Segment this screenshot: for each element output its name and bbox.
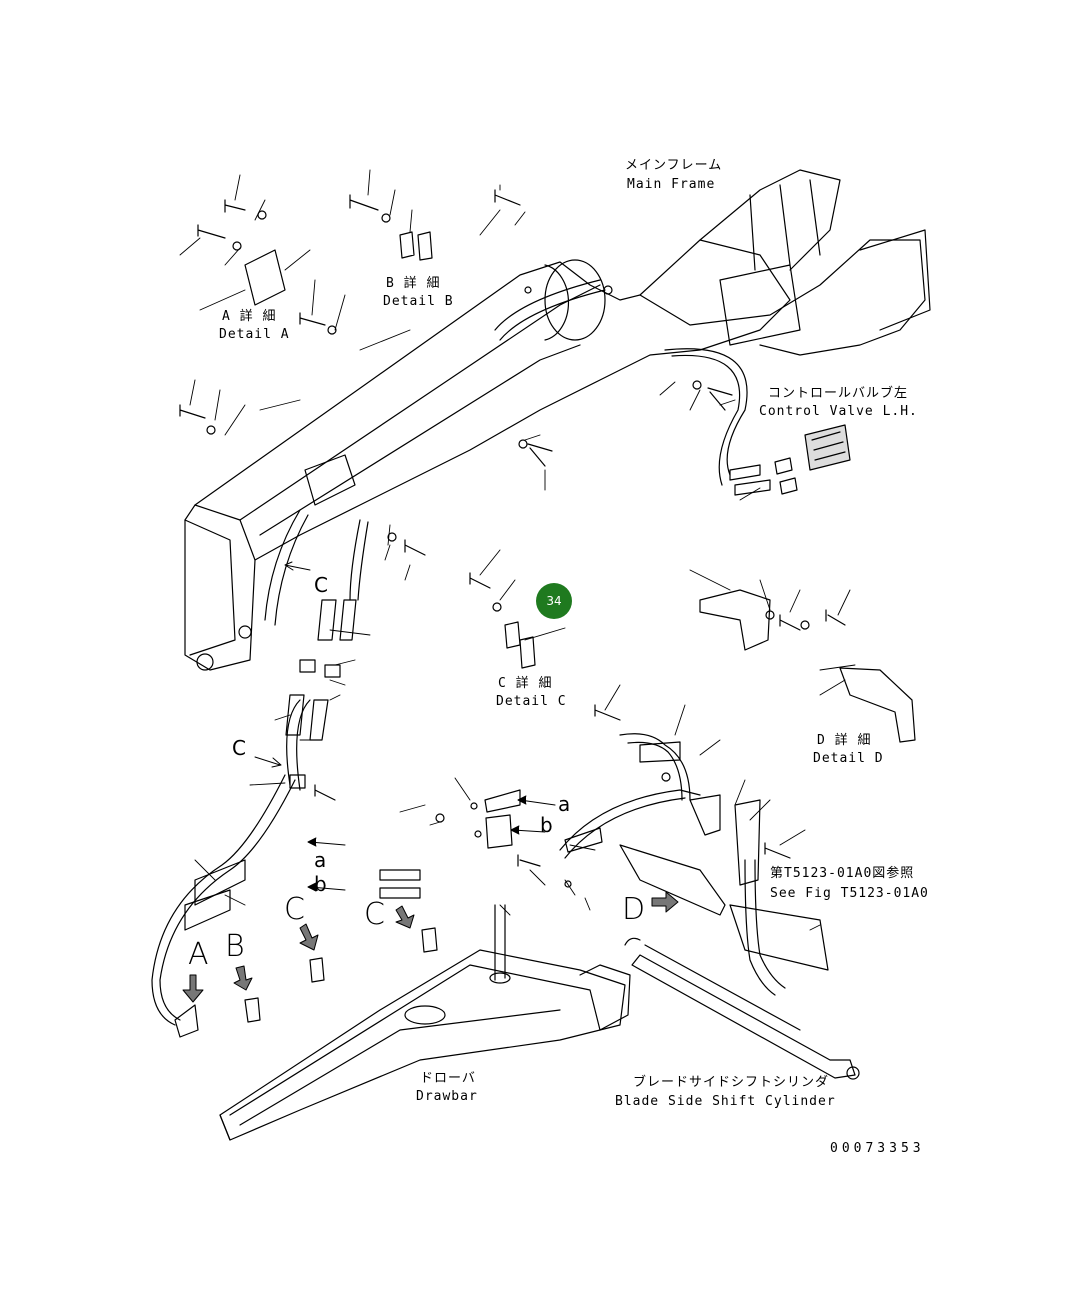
marker-a-lower: a xyxy=(314,848,327,872)
main-frame xyxy=(184,169,931,671)
hose-assembly xyxy=(151,699,311,1026)
drawbar-label-jp: ドローバ xyxy=(420,1071,476,1086)
marker-b-lower: b xyxy=(314,872,327,896)
drawbar xyxy=(219,904,631,1141)
leader-lines xyxy=(179,169,856,931)
detail-c-label-en: Detail C xyxy=(496,694,567,709)
hydraulic-lines xyxy=(264,279,748,626)
bolts xyxy=(179,189,846,899)
detail-b-label-en: Detail B xyxy=(383,294,454,309)
drawing-number: 00073353 xyxy=(830,1141,925,1156)
marker-a-upper: a xyxy=(558,792,571,816)
marker-big-b: B xyxy=(225,929,245,964)
main-frame-label-jp: メインフレーム xyxy=(625,158,723,173)
part-callout-34[interactable]: 34 xyxy=(536,583,572,619)
detail-a-label-jp: A 詳 細 xyxy=(222,309,277,324)
main-frame-label-en: Main Frame xyxy=(627,177,716,192)
see-fig-label-en: See Fig T5123-01A0 xyxy=(770,886,929,901)
detail-arrows xyxy=(182,561,679,1003)
detail-c-label-jp: C 詳 細 xyxy=(498,676,553,691)
control-valve-label-en: Control Valve L.H. xyxy=(759,404,918,419)
detail-d-label-en: Detail D xyxy=(813,751,884,766)
see-fig-label-jp: 第T5123-01A0図参照 xyxy=(770,866,915,881)
cylinder-label-jp: ブレードサイドシフトシリンダ xyxy=(633,1075,830,1090)
marker-big-a: A xyxy=(188,937,209,972)
marker-big-d: D xyxy=(622,892,646,927)
marker-c-upper: C xyxy=(314,573,328,597)
detail-b-label-jp: B 詳 細 xyxy=(386,276,441,291)
control-valve-lh xyxy=(729,424,851,496)
marker-b-upper: b xyxy=(540,813,553,837)
marker-big-c-left: C xyxy=(284,892,305,927)
support-brackets xyxy=(619,589,916,971)
cylinder-label-en: Blade Side Shift Cylinder xyxy=(615,1094,836,1109)
marker-c-mid: C xyxy=(232,736,246,760)
detail-a-label-en: Detail A xyxy=(219,327,290,342)
detail-d-label-jp: D 詳 細 xyxy=(817,733,872,748)
clamp-details xyxy=(174,231,536,1038)
control-valve-label-jp: コントロールバルブ左 xyxy=(768,386,909,401)
fittings-left xyxy=(285,599,357,741)
blade-side-shift-cylinder xyxy=(624,799,860,1080)
cylinder-hoses xyxy=(559,733,721,859)
drawbar-label-en: Drawbar xyxy=(416,1089,478,1104)
washers xyxy=(206,210,810,888)
marker-big-c-right: C xyxy=(364,897,385,932)
